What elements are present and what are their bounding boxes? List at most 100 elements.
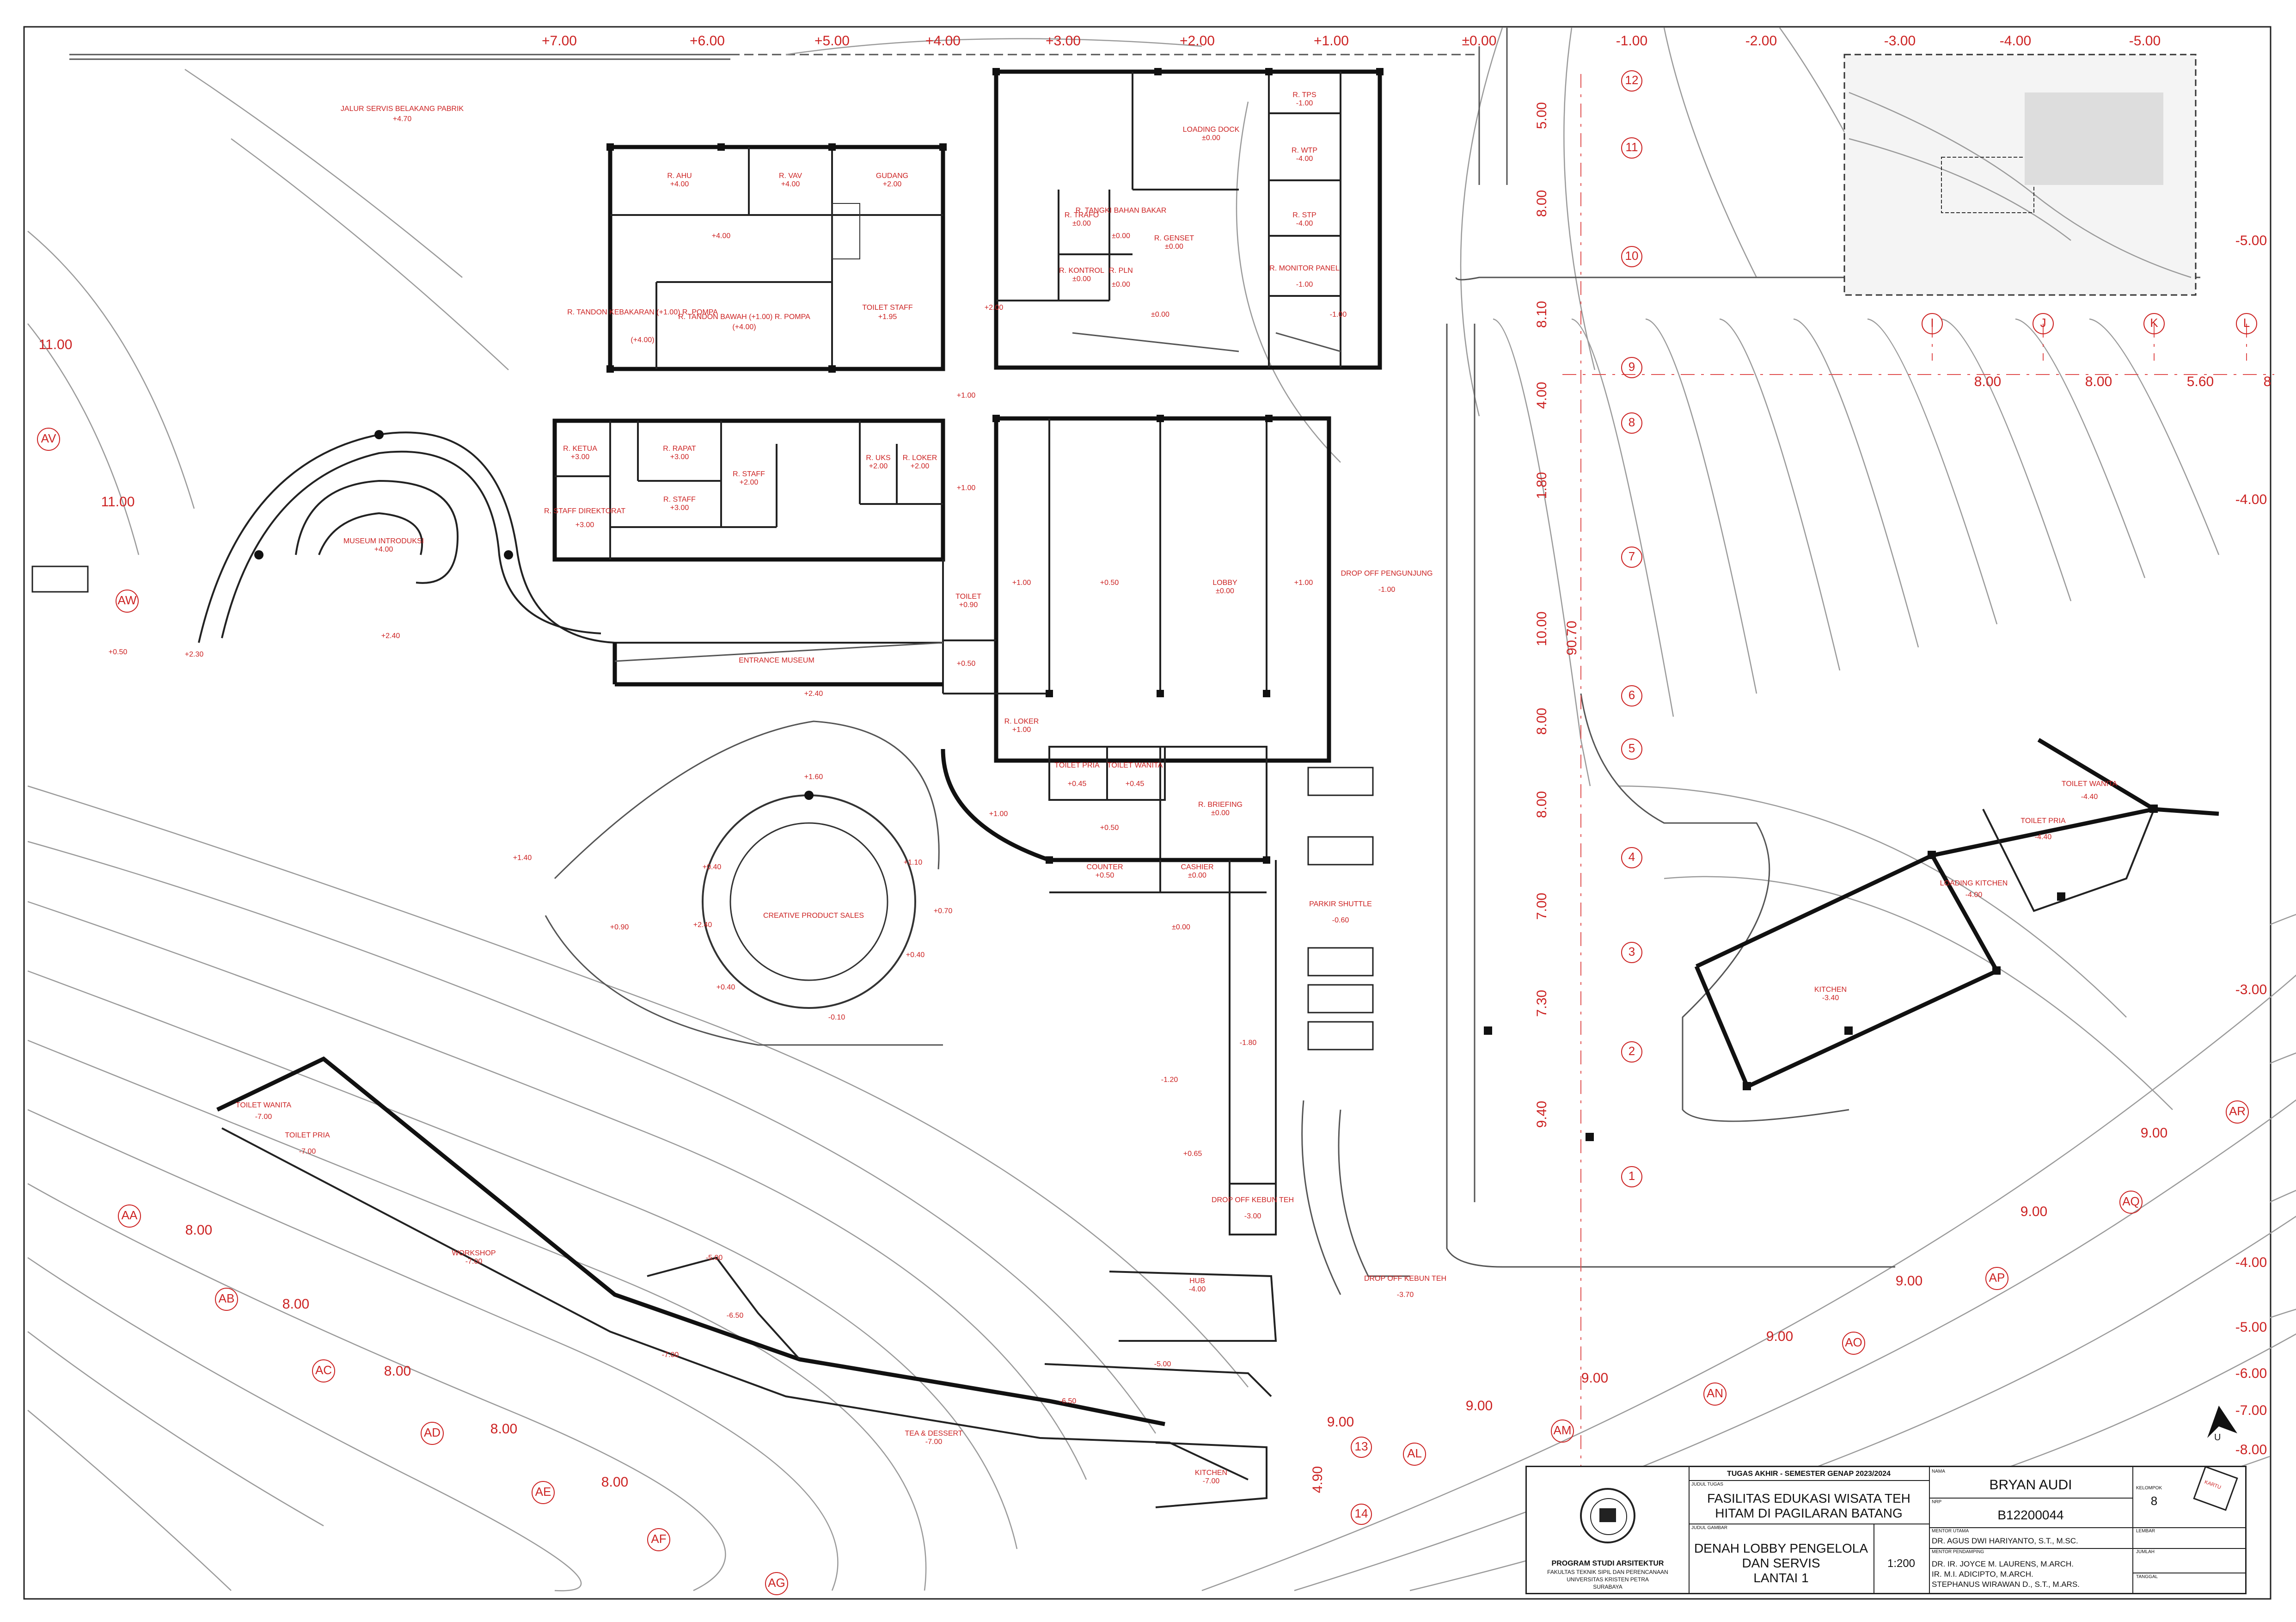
comentor-name-1: DR. IR. JOYCE M. LAURENS, M.ARCH. <box>1932 1560 2074 1568</box>
grid-bubble: 12 <box>1625 73 1639 87</box>
comentor-label: MENTOR PENDAMPING <box>1932 1549 1984 1554</box>
room-name: TEA & DESSERT <box>905 1430 962 1438</box>
room-level: ±0.00 <box>1112 232 1130 240</box>
room-name: WORKSHOP <box>452 1249 496 1257</box>
room-level: -3.70 <box>1397 1291 1414 1299</box>
contour-labels: 9.00 9.00 9.00 9.00 9.00 9.00 9.00 8.00 … <box>39 337 2168 1490</box>
room-name: R. STAFF DIREKTORAT <box>544 507 625 515</box>
room-name: TOILET WANITA <box>236 1101 292 1109</box>
grid-dimension: 8.10 <box>1534 301 1549 328</box>
top-level-label: +1.00 <box>1314 33 1349 49</box>
room-name: R. TPS <box>1292 91 1316 99</box>
grid-bubble: 13 <box>1355 1439 1368 1453</box>
room-level: (+4.00) <box>732 323 756 331</box>
room-level: -4.40 <box>2081 793 2098 801</box>
spot-level: -0.10 <box>828 1014 845 1021</box>
school-name: PROGRAM STUDI ARSITEKTUR <box>1551 1560 1664 1567</box>
grid-bubble: I <box>1930 316 1934 330</box>
grid-dimension: 7.30 <box>1534 990 1549 1017</box>
spot-level: ±0.00 <box>1172 923 1190 931</box>
room-name: R. STAFF <box>733 470 765 478</box>
grid-arc-bubbles: AV AW AA AB AC AD AE AF AG AR AQ AP AO A… <box>37 428 2249 1595</box>
contour-label: 9.00 <box>1896 1273 1923 1289</box>
room-name: LOADING KITCHEN <box>1940 879 2008 887</box>
grid-bubble: AG <box>768 1576 785 1590</box>
grid-bubble: K <box>2150 316 2158 330</box>
spot-level: +1.00 <box>957 392 976 399</box>
room-level: +3.00 <box>670 453 689 461</box>
school-university: UNIVERSITAS KRISTEN PETRA <box>1567 1576 1649 1583</box>
top-level-label: -5.00 <box>2129 33 2161 49</box>
grid-row-dimensions: 5.00 8.00 8.10 4.00 1.80 10.00 8.00 8.00… <box>1310 102 1580 1493</box>
spot-level: +1.40 <box>513 854 532 862</box>
grid-bubble: AE <box>535 1485 551 1499</box>
right-level-label: -7.00 <box>2235 1403 2267 1418</box>
spot-level: +2.40 <box>804 690 823 698</box>
spot-level: +0.40 <box>716 983 735 991</box>
right-level-label: -4.00 <box>2235 1255 2267 1270</box>
spot-level: +1.00 <box>957 484 976 492</box>
grid-dimension: 8.00 <box>1534 190 1549 217</box>
room-level: -7.00 <box>925 1438 943 1446</box>
north-label: U <box>2214 1432 2221 1443</box>
grid-dimension: 8.00 <box>1534 708 1549 735</box>
room-level: -7.00 <box>1203 1477 1220 1485</box>
room-name: GUDANG <box>876 172 908 180</box>
room-name: DROP OFF KEBUN TEH <box>1212 1196 1294 1204</box>
spot-level: +0.40 <box>906 951 925 959</box>
drawing-title-line-2: DAN SERVIS <box>1742 1556 1820 1570</box>
grid-bubble: AV <box>41 431 56 445</box>
room-name: R. VAV <box>779 172 802 180</box>
contour-label: 11.00 <box>39 337 73 352</box>
top-level-label: -3.00 <box>1884 33 1916 49</box>
room-level: -1.00 <box>1296 99 1313 107</box>
contour-label: 9.00 <box>1327 1414 1354 1430</box>
drawing-title-line-3: LANTAI 1 <box>1753 1571 1809 1585</box>
room-name: R. LOKER <box>1004 718 1039 725</box>
sheet-border <box>23 26 2272 1600</box>
service-block <box>608 69 1382 371</box>
room-name: KITCHEN <box>1195 1469 1227 1477</box>
room-name: TOILET <box>955 593 981 601</box>
room-level: +1.95 <box>878 313 897 321</box>
room-level: +1.00 <box>1012 726 1031 734</box>
grid-bubble: L <box>2243 316 2250 330</box>
right-level-label: -5.00 <box>2235 233 2267 248</box>
room-name: R. BRIEFING <box>1198 801 1243 809</box>
spot-level: -1.20 <box>1161 1076 1178 1084</box>
date-label: TANGGAL <box>2136 1574 2158 1579</box>
right-level-label: -6.00 <box>2235 1366 2267 1381</box>
parking-stripes <box>1493 318 2220 1110</box>
top-level-label: +2.00 <box>1180 33 1215 49</box>
meta-cell: KELOMPOK 8 LEMBAR JUMLAH TANGGAL KARTU <box>2132 1466 2246 1593</box>
course-label: TUGAS AKHIR - SEMESTER GENAP 2023/2024 <box>1727 1470 1891 1478</box>
spot-level: +0.65 <box>1183 1150 1202 1158</box>
room-name: R. GENSET <box>1154 234 1194 242</box>
room-level: +3.00 <box>670 504 689 512</box>
room-level: +2.00 <box>869 462 888 470</box>
student-name: BRYAN AUDI <box>1989 1477 2072 1493</box>
spot-level: +0.50 <box>957 660 976 668</box>
room-name: LOADING DOCK <box>1183 126 1240 134</box>
grid-bubble: 1 <box>1629 1169 1635 1183</box>
room-name: R. TANGKI BAHAN BAKAR <box>1076 207 1167 215</box>
room-name: COUNTER <box>1086 863 1123 871</box>
top-level-label: +3.00 <box>1046 33 1081 49</box>
spot-level: +1.00 <box>1294 579 1313 587</box>
room-level: -7.00 <box>255 1113 272 1121</box>
room-level: -3.40 <box>1822 994 1839 1002</box>
room-level: (+4.00) <box>631 336 654 344</box>
room-level: +2.00 <box>740 479 759 486</box>
room-name: R. PLN <box>1109 267 1133 275</box>
right-roads <box>1301 28 2200 1295</box>
key-label: KARTU <box>2204 1479 2222 1491</box>
room-name: DROP OFF PENGUNJUNG <box>1341 570 1433 578</box>
room-name: CASHIER <box>1181 863 1213 871</box>
top-level-label: -2.00 <box>1745 33 1777 49</box>
project-cell: TUGAS AKHIR - SEMESTER GENAP 2023/2024 J… <box>1689 1467 1930 1593</box>
comentor-name-3: STEPHANUS WIRAWAN D., S.T., M.ARS. <box>1932 1580 2080 1589</box>
grid-dimension: 4.90 <box>1310 1466 1325 1493</box>
spot-level: +1.10 <box>904 859 923 866</box>
school-city: SURABAYA <box>1593 1584 1623 1590</box>
room-level: -4.00 <box>1296 155 1313 163</box>
